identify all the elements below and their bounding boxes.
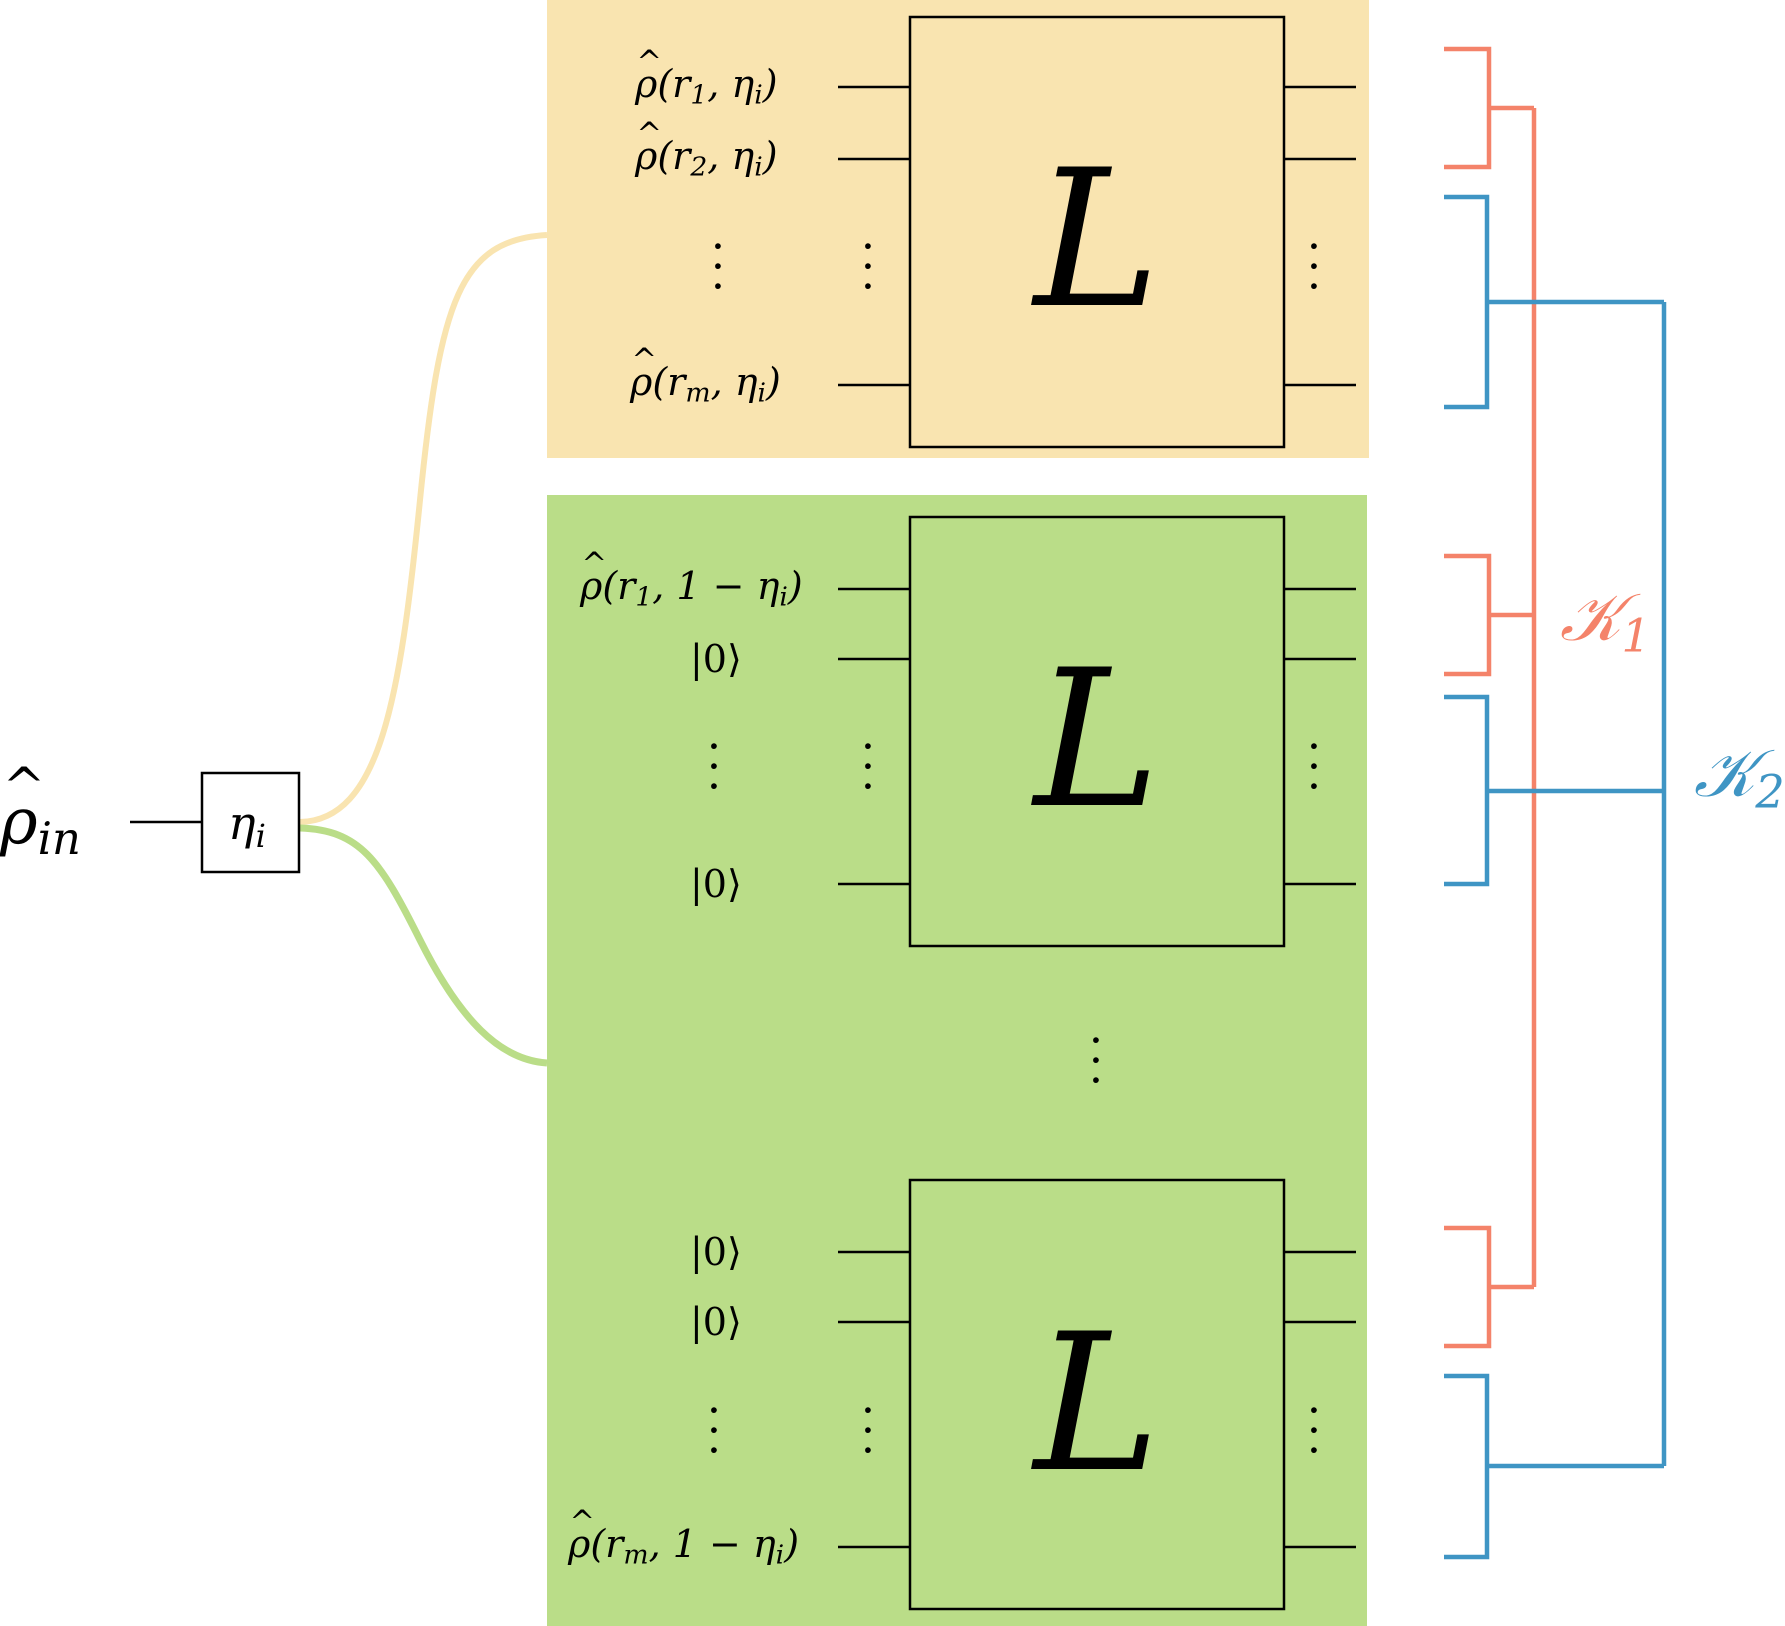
input-rho: ρ <box>0 762 45 854</box>
yellow-region <box>547 0 1369 458</box>
kernel-1-label: 𝒦1 <box>1560 579 1651 663</box>
vertical-ellipsis-green-top-right: ··· <box>1307 721 1321 814</box>
splitter-eta: η <box>228 796 256 850</box>
green-region <box>547 495 1367 1626</box>
vertical-ellipsis-yellow-mid: ··· <box>861 221 875 314</box>
yellow-port-m: ρ(rm, ηi) <box>630 346 781 407</box>
wires-green-top <box>838 587 1356 886</box>
yellow-port-1: ρ(r1, ηi) <box>635 48 778 109</box>
wires-green-bottom <box>838 1250 1356 1549</box>
unitary-label-green-bottom: L <box>1033 1293 1161 1514</box>
unitary-box-green-bottom <box>908 1178 1286 1611</box>
unitary-box-yellow <box>908 15 1286 449</box>
wires-yellow <box>838 85 1356 387</box>
vertical-ellipsis-green-bottom-left: ··· <box>707 1385 721 1478</box>
input-state-label: ρin <box>0 762 81 866</box>
yellow-port-2: ρ(r2, ηi) <box>635 120 778 181</box>
green-bottom-ket-2: |0⟩ <box>690 1300 742 1344</box>
kernel-1-brackets <box>1444 46 1537 1349</box>
kernel-2-label: 𝒦2 <box>1694 735 1785 819</box>
kernel-2-brackets <box>1444 194 1667 1560</box>
vertical-ellipsis-green-bottom-mid: ··· <box>861 1385 875 1478</box>
splitter-label: ηi <box>228 800 266 852</box>
green-top-ket-2: |0⟩ <box>690 862 742 906</box>
vertical-ellipsis-green-bottom-right: ··· <box>1307 1385 1321 1478</box>
vertical-ellipsis-green-top-mid: ··· <box>861 721 875 814</box>
vertical-ellipsis-yellow-left: ··· <box>711 221 725 314</box>
vertical-ellipsis-yellow-right: ··· <box>1307 221 1321 314</box>
splitter-eta-subscript: i <box>255 817 266 856</box>
splitter-box <box>200 771 301 874</box>
vertical-ellipsis-green-top-left: ··· <box>707 721 721 814</box>
unitary-box-green-top <box>908 515 1286 948</box>
input-rho-subscript: in <box>37 812 81 866</box>
yellow-connector <box>299 232 548 825</box>
green-connector <box>299 824 548 1067</box>
green-top-ket-1: |0⟩ <box>690 637 742 681</box>
green-bottom-ket-1: |0⟩ <box>690 1230 742 1274</box>
unitary-label-yellow: L <box>1033 129 1161 350</box>
vertical-ellipsis-between-blocks: ··· <box>1089 1015 1103 1108</box>
green-port-m: ρ(rm, 1 − ηi) <box>568 1508 799 1569</box>
green-port-1: ρ(r1, 1 − ηi) <box>580 550 803 611</box>
unitary-label-green-top: L <box>1033 629 1161 850</box>
